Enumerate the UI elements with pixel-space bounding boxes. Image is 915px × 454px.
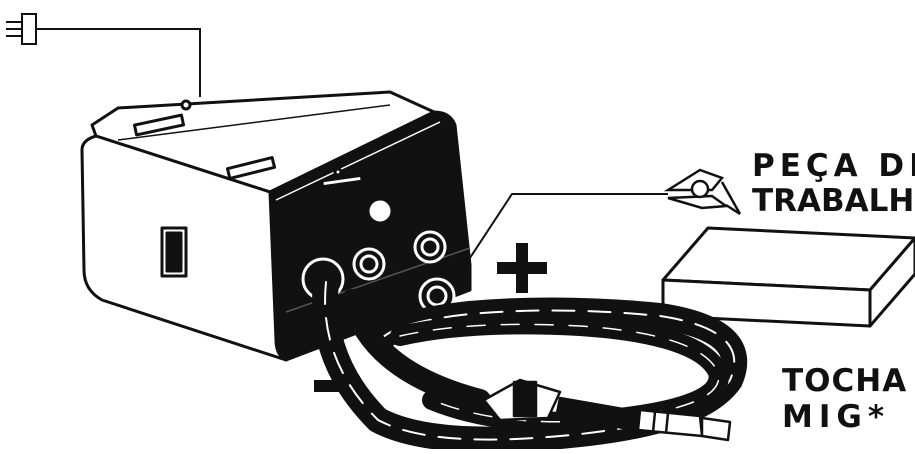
mig-torch-hose [312, 269, 748, 453]
power-cord [48, 28, 201, 97]
front-panel-controls [301, 200, 456, 315]
workpiece-label-line2: TRABALHO [752, 183, 915, 219]
torch-label-line1: TOCHA [782, 363, 908, 399]
ground-cable [461, 193, 668, 271]
mig-torch [482, 378, 732, 442]
torch-label-line2: MIG* [782, 399, 891, 435]
workpiece-block [661, 226, 915, 328]
ground-clamp-icon [663, 168, 742, 216]
power-plug-icon [6, 13, 48, 45]
workpiece-label-line1: PEÇA DE [752, 148, 915, 184]
positive-symbol [497, 243, 547, 293]
